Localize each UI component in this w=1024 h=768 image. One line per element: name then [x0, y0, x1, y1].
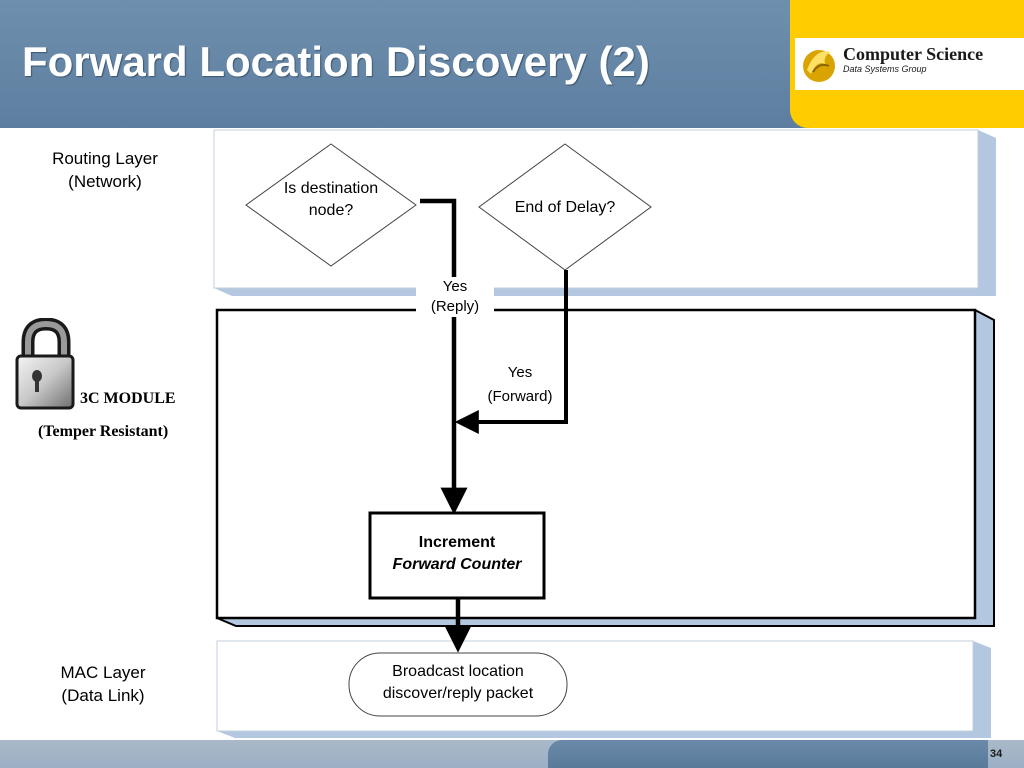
module-panel: [215, 308, 995, 627]
yes-reply-connector: [420, 198, 468, 515]
is-destination-label: Is destination node?: [256, 178, 406, 222]
slide-title: Forward Location Discovery (2): [22, 38, 650, 85]
logo-title: Computer Science: [843, 44, 984, 64]
page-number: 34: [990, 748, 1003, 760]
yes-forward-connector: [454, 270, 568, 434]
yes-forward-label: Yes (Forward): [480, 361, 560, 409]
is-destination-line1: Is destination: [283, 180, 379, 197]
end-of-delay-label: End of Delay?: [514, 199, 616, 216]
is-destination-diamond: [245, 143, 417, 267]
logo-panel: Computer Science Data Systems Group: [795, 38, 1024, 90]
routing-layer-subtitle: (Network): [68, 172, 142, 191]
increment-line2: Forward Counter: [392, 556, 522, 573]
logo-subtitle: Data Systems Group: [843, 64, 927, 74]
routing-layer-title: Routing Layer: [52, 149, 158, 168]
broadcast-label: Broadcast location discover/reply packet: [352, 661, 564, 705]
increment-counter-label: Increment Forward Counter: [372, 532, 542, 576]
routing-layer-label: Routing Layer (Network): [30, 147, 180, 193]
increment-counter-box: [368, 511, 546, 600]
broadcast-line1: Broadcast location: [392, 663, 524, 680]
mac-layer-panel: [216, 640, 991, 738]
padlock-icon: [15, 318, 75, 410]
is-destination-line2: node?: [308, 202, 354, 219]
yes-reply-line2: (Reply): [430, 298, 480, 315]
yes-forward-line2: (Forward): [487, 388, 553, 405]
logo-banner: Computer Science Data Systems Group: [790, 0, 1024, 128]
yes-reply-line1: Yes: [442, 278, 468, 295]
mac-layer-subtitle: (Data Link): [61, 686, 145, 705]
mac-layer-label: MAC Layer (Data Link): [28, 661, 178, 707]
broadcast-line2: discover/reply packet: [382, 685, 534, 702]
increment-line1: Increment: [418, 534, 496, 551]
module-subtitle: (Temper Resistant): [38, 423, 169, 440]
module-title: 3C MODULE: [80, 390, 176, 407]
broadcast-terminal: [348, 652, 568, 717]
footer-tab: [548, 740, 988, 768]
yes-forward-line1: Yes: [507, 364, 533, 381]
yes-reply-label: Yes (Reply): [416, 277, 494, 317]
mac-layer-title: MAC Layer: [60, 663, 146, 682]
pegasus-logo-icon: [803, 50, 835, 82]
